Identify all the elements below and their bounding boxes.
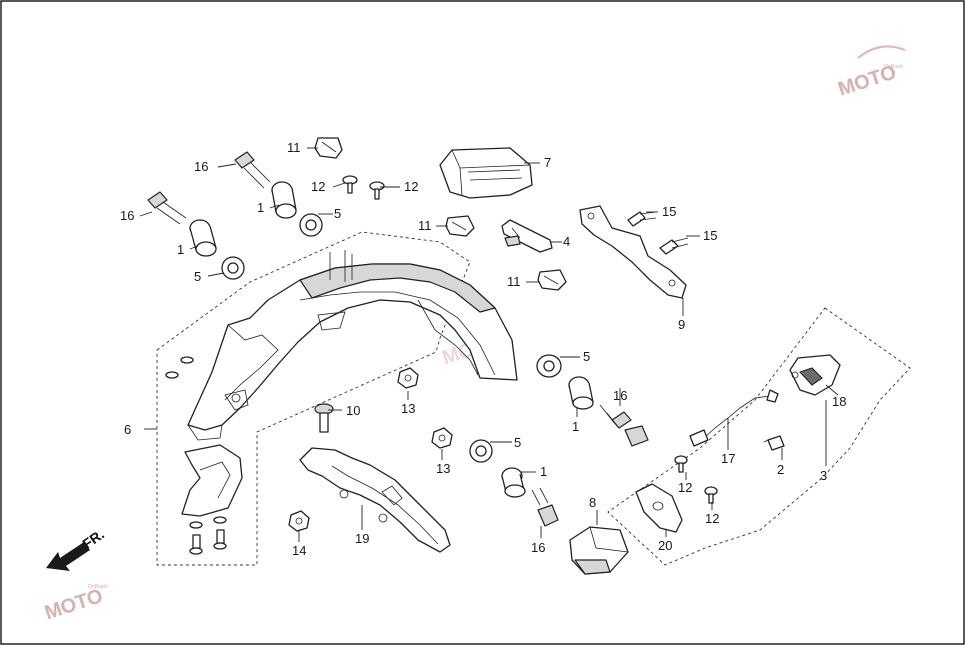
callout-15-b: 15 <box>703 228 717 243</box>
part-19-bracket <box>299 447 451 553</box>
callout-2: 2 <box>777 462 784 477</box>
callout-4: 4 <box>563 234 570 249</box>
callout-12-d: 12 <box>705 511 719 526</box>
group-boundary-6 <box>156 231 471 566</box>
callout-labels: 11 16 12 12 7 16 1 5 11 4 15 15 1 5 11 9… <box>120 140 846 558</box>
watermark-text-bottom: MOTO <box>42 585 106 624</box>
rear-fender <box>187 250 518 441</box>
part-12-screws-top <box>342 175 385 200</box>
callout-13-a: 13 <box>401 401 415 416</box>
watermark-subtext-top: OnRoad <box>884 64 903 70</box>
part-16-bolts <box>147 151 649 527</box>
callout-3: 3 <box>820 468 827 483</box>
callout-14: 14 <box>292 543 306 558</box>
callout-18: 18 <box>832 394 846 409</box>
callout-11-a: 11 <box>287 140 301 155</box>
part-17-wiring <box>689 389 779 447</box>
callout-5-a: 5 <box>334 206 341 221</box>
callout-10: 10 <box>346 403 360 418</box>
callout-1-d: 1 <box>540 464 547 479</box>
callout-6: 6 <box>124 422 131 437</box>
callout-17: 17 <box>721 451 735 466</box>
callout-16-c: 16 <box>613 388 627 403</box>
part-12-screws-lower <box>674 455 718 504</box>
callout-1-c: 1 <box>572 419 579 434</box>
part-18-taillight <box>789 354 841 396</box>
callout-15-a: 15 <box>662 204 676 219</box>
group-boundary-3 <box>607 307 911 566</box>
fender-flap <box>181 444 243 517</box>
watermark-logo-top: MOTO OnRoad <box>836 45 906 101</box>
callout-16-a: 16 <box>194 159 208 174</box>
part-4-plate <box>501 219 553 253</box>
callout-5-b: 5 <box>194 269 201 284</box>
leader-lines <box>139 147 839 542</box>
callout-12-c: 12 <box>678 480 692 495</box>
callout-11-c: 11 <box>507 274 521 289</box>
callout-9: 9 <box>678 317 685 332</box>
front-arrow-icon <box>46 542 90 571</box>
callout-1-b: 1 <box>177 242 184 257</box>
callout-1-a: 1 <box>257 200 264 215</box>
callout-5-d: 5 <box>514 435 521 450</box>
callout-12-b: 12 <box>404 179 418 194</box>
part-10-bolt <box>314 403 334 433</box>
fender-hardware <box>165 356 227 555</box>
part-2-bulb <box>763 435 785 451</box>
callout-7: 7 <box>544 155 551 170</box>
callout-16-b: 16 <box>120 208 134 223</box>
callout-12-a: 12 <box>311 179 325 194</box>
watermark-subtext-bottom: OnRoad <box>88 584 107 590</box>
part-9-bracket <box>579 205 687 299</box>
callout-11-b: 11 <box>418 218 432 233</box>
callout-13-b: 13 <box>436 461 450 476</box>
part-1-collars <box>189 181 594 498</box>
part-8-reflector <box>569 526 629 575</box>
part-5-grommets <box>221 213 562 463</box>
part-20-lens <box>635 483 683 533</box>
part-13-14-nuts <box>288 367 453 532</box>
callout-8: 8 <box>589 495 596 510</box>
part-15-screws <box>627 211 689 255</box>
callout-16-d: 16 <box>531 540 545 555</box>
callout-20: 20 <box>658 538 672 553</box>
front-direction-indicator: FR. <box>46 526 107 571</box>
callout-19: 19 <box>355 531 369 546</box>
watermark-logo-bottom: MOTO OnRoad <box>42 584 107 624</box>
part-11-clips <box>314 137 567 291</box>
callout-5-c: 5 <box>583 349 590 364</box>
part-7-cover <box>439 147 533 199</box>
